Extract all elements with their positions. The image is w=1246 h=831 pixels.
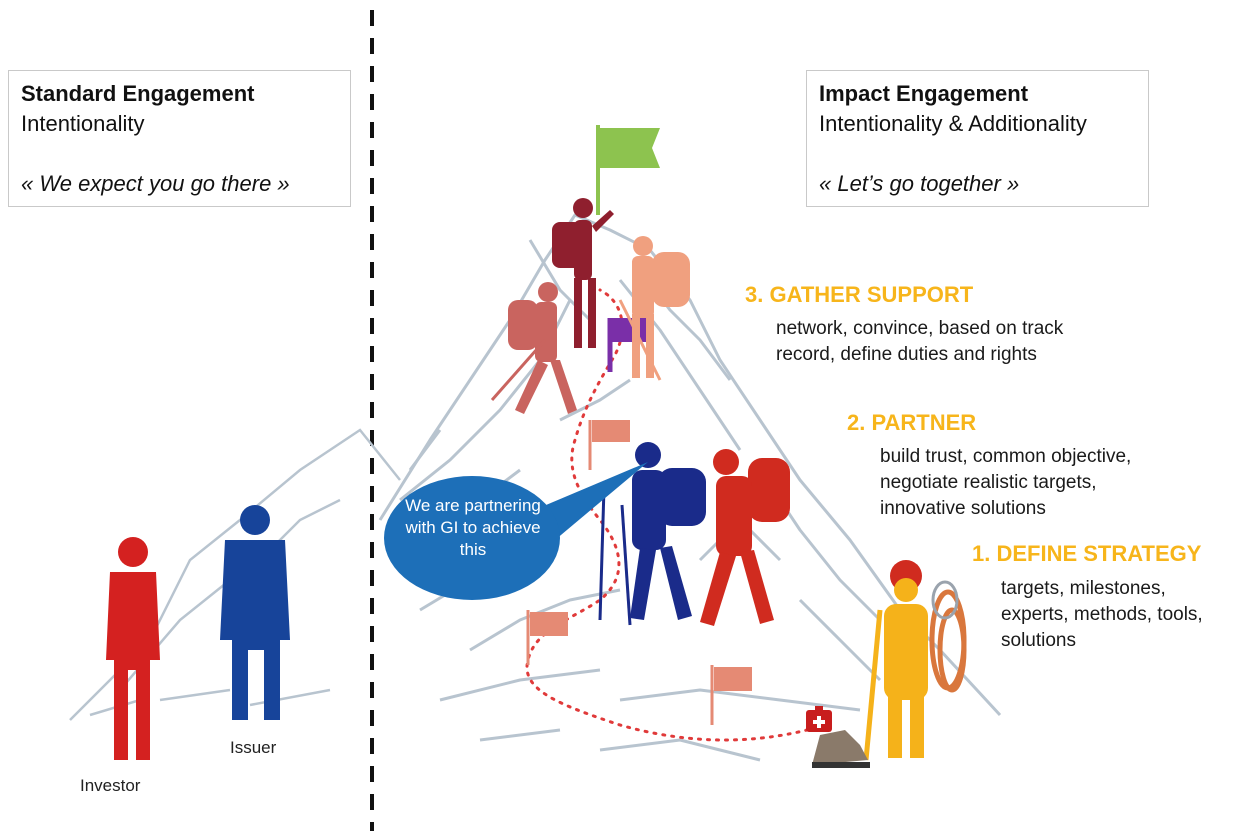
investor-figure — [106, 537, 160, 760]
impact-engagement-quote: « Let’s go together » — [819, 171, 1020, 196]
impact-engagement-subtitle: Intentionality & Additionality — [819, 111, 1087, 136]
step-define-strategy-title: 1. DEFINE STRATEGY — [972, 541, 1202, 566]
standard-engagement-quote: « We expect you go there » — [21, 171, 290, 196]
trail — [525, 288, 827, 742]
investor-label: Investor — [80, 776, 141, 795]
summit-flag-icon — [596, 125, 660, 215]
issuer-label: Issuer — [230, 738, 277, 757]
speech-bubble — [384, 462, 648, 600]
standard-engagement-title: Standard Engagement — [21, 81, 255, 106]
path-flag-icon — [526, 610, 568, 665]
hiker-yellow — [863, 560, 928, 761]
hiking-boot-icon — [812, 730, 870, 768]
path-flag-icon — [588, 420, 630, 470]
hiker-blue — [598, 442, 706, 626]
step-partner-title: 2. PARTNER — [847, 410, 977, 435]
first-aid-kit-icon — [806, 706, 832, 732]
step-gather-support-description: network, convince, based on track record… — [776, 318, 1064, 365]
speech-bubble-text: We are partnering with GI to achieve thi… — [405, 496, 541, 559]
path-flag-icon — [710, 665, 752, 725]
impact-engagement-title: Impact Engagement — [819, 81, 1029, 106]
standard-engagement-subtitle: Intentionality — [21, 111, 145, 136]
standard-engagement-box: Standard Engagement Intentionality « We … — [8, 70, 351, 207]
hiker-summit — [552, 198, 614, 348]
step-define-strategy-description: targets, milestones, experts, methods, t… — [1001, 578, 1203, 651]
issuer-figure — [220, 505, 290, 720]
camp-flag-icon — [607, 318, 646, 372]
impact-engagement-box: Impact Engagement Intentionality & Addit… — [806, 70, 1149, 207]
hiker-rose — [490, 282, 577, 414]
hiker-red — [700, 449, 790, 626]
hiker-salmon — [618, 236, 690, 381]
step-partner-description: build trust, common objective, negotiate… — [880, 446, 1132, 519]
step-gather-support-title: 3. GATHER SUPPORT — [745, 282, 974, 307]
rope-coil-icon — [929, 580, 967, 693]
